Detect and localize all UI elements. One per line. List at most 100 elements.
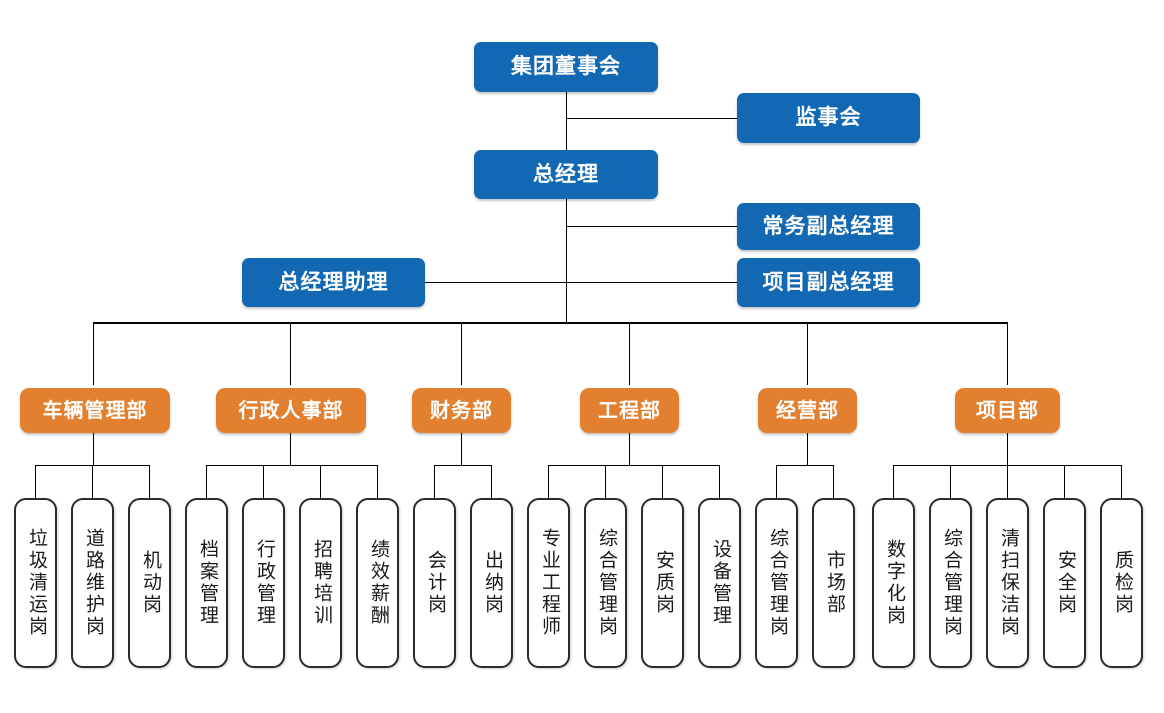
node-post-label: 安质岗 [652, 550, 674, 616]
node-executive-deputy-gm-label: 常务副总经理 [762, 214, 895, 238]
connector-dept5-post4 [1121, 465, 1122, 498]
node-post-digitalization[interactable]: 数字化岗 [872, 498, 915, 668]
node-post-label: 综合管理岗 [595, 528, 617, 638]
node-post-label: 出纳岗 [481, 550, 503, 616]
node-post-label: 招聘培训 [310, 539, 332, 627]
connector-dept3-post1 [605, 465, 606, 498]
connector-spine-to-executive-deputy [566, 226, 737, 227]
node-post-safety-quality[interactable]: 安质岗 [641, 498, 684, 668]
node-post-label: 专业工程师 [538, 528, 560, 638]
node-post-label: 垃圾清运岗 [25, 528, 47, 638]
connector-dept1-post1 [263, 465, 264, 498]
connector-dept1-drop [290, 433, 291, 465]
node-executive-deputy-gm[interactable]: 常务副总经理 [737, 203, 920, 250]
node-gm-assistant-label: 总经理助理 [278, 270, 389, 294]
node-post-admin-management[interactable]: 行政管理 [242, 498, 285, 668]
connector-bus-to-dept-5 [1007, 322, 1008, 385]
node-department-operations[interactable]: 经营部 [758, 388, 857, 433]
connector-dept2-post0 [434, 465, 435, 498]
node-supervisory-board-label: 监事会 [795, 106, 862, 130]
node-post-performance-compensation[interactable]: 绩效薪酬 [356, 498, 399, 668]
connector-bus-to-dept-0 [93, 322, 94, 385]
node-post-label: 安全岗 [1054, 550, 1076, 616]
connector-dept0-post2 [149, 465, 150, 498]
node-department-vehicle-management[interactable]: 车辆管理部 [20, 388, 170, 433]
node-post-engineering-general-management[interactable]: 综合管理岗 [584, 498, 627, 668]
connector-dept3-post3 [719, 465, 720, 498]
node-post-label: 综合管理岗 [940, 528, 962, 638]
connector-dept1-bus [206, 465, 378, 466]
node-post-professional-engineer[interactable]: 专业工程师 [527, 498, 570, 668]
node-post-label: 档案管理 [196, 539, 218, 627]
node-department-label: 经营部 [776, 399, 839, 422]
node-department-finance[interactable]: 财务部 [412, 388, 511, 433]
node-board[interactable]: 集团董事会 [474, 42, 658, 92]
connector-dept5-post2 [1007, 465, 1008, 498]
connector-bus-to-dept-2 [461, 322, 462, 385]
connector-dept4-drop [807, 433, 808, 465]
connector-dept5-post1 [950, 465, 951, 498]
connector-bus-to-dept-1 [290, 322, 291, 385]
node-department-label: 项目部 [976, 399, 1039, 422]
connector-dept5-drop [1007, 433, 1008, 465]
connector-dept1-post3 [377, 465, 378, 498]
connector-dept2-drop [461, 433, 462, 465]
connector-gm-to-department-bus [566, 199, 567, 323]
node-post-accounting[interactable]: 会计岗 [413, 498, 456, 668]
node-project-deputy-gm[interactable]: 项目副总经理 [737, 258, 920, 307]
node-department-label: 行政人事部 [238, 399, 344, 422]
connector-gm-spine-to-supervisory [566, 118, 737, 119]
node-post-archive-management[interactable]: 档案管理 [185, 498, 228, 668]
node-post-safety[interactable]: 安全岗 [1043, 498, 1086, 668]
node-general-manager-label: 总经理 [533, 162, 599, 186]
connector-dept0-drop [93, 433, 94, 465]
connector-dept0-post0 [35, 465, 36, 498]
connector-dept3-post0 [548, 465, 549, 498]
node-post-mobile-duty[interactable]: 机动岗 [128, 498, 171, 668]
connector-dept5-post0 [893, 465, 894, 498]
connector-bus-to-dept-3 [629, 322, 630, 385]
connector-board-to-gm [566, 92, 567, 150]
node-department-label: 工程部 [598, 399, 661, 422]
connector-spine-to-gm-assistant [425, 282, 566, 283]
node-post-quality-inspection[interactable]: 质检岗 [1100, 498, 1143, 668]
node-post-waste-transport[interactable]: 垃圾清运岗 [14, 498, 57, 668]
node-post-operations-general-management[interactable]: 综合管理岗 [755, 498, 798, 668]
connector-dept4-post1 [833, 465, 834, 498]
node-post-cleaning-sanitation[interactable]: 清扫保洁岗 [986, 498, 1029, 668]
node-supervisory-board[interactable]: 监事会 [737, 93, 920, 143]
node-post-label: 质检岗 [1111, 550, 1133, 616]
node-post-label: 设备管理 [709, 539, 731, 627]
node-department-engineering[interactable]: 工程部 [580, 388, 679, 433]
node-general-manager[interactable]: 总经理 [474, 150, 658, 199]
node-department-project[interactable]: 项目部 [955, 388, 1060, 433]
node-post-label: 道路维护岗 [82, 528, 104, 638]
node-post-label: 绩效薪酬 [367, 539, 389, 627]
node-post-label: 综合管理岗 [766, 528, 788, 638]
node-post-label: 会计岗 [424, 550, 446, 616]
connector-dept3-post2 [662, 465, 663, 498]
node-post-recruitment-training[interactable]: 招聘培训 [299, 498, 342, 668]
connector-dept2-post1 [491, 465, 492, 498]
node-post-road-maintenance[interactable]: 道路维护岗 [71, 498, 114, 668]
node-post-marketing[interactable]: 市场部 [812, 498, 855, 668]
node-post-project-general-management[interactable]: 综合管理岗 [929, 498, 972, 668]
connector-spine-to-project-deputy [566, 282, 737, 283]
node-department-admin-hr[interactable]: 行政人事部 [216, 388, 366, 433]
node-board-label: 集团董事会 [511, 55, 621, 79]
connector-dept4-bus [776, 465, 834, 466]
node-post-cashier[interactable]: 出纳岗 [470, 498, 513, 668]
node-post-label: 数字化岗 [883, 539, 905, 627]
connector-dept4-post0 [776, 465, 777, 498]
connector-dept5-post3 [1064, 465, 1065, 498]
connector-dept1-post2 [320, 465, 321, 498]
node-post-label: 机动岗 [139, 550, 161, 616]
node-post-equipment-management[interactable]: 设备管理 [698, 498, 741, 668]
connector-dept0-post1 [92, 465, 93, 498]
node-department-label: 车辆管理部 [42, 399, 148, 422]
node-gm-assistant[interactable]: 总经理助理 [242, 258, 425, 307]
node-project-deputy-gm-label: 项目副总经理 [762, 270, 895, 294]
node-department-label: 财务部 [430, 399, 493, 422]
connector-bus-to-dept-4 [807, 322, 808, 385]
